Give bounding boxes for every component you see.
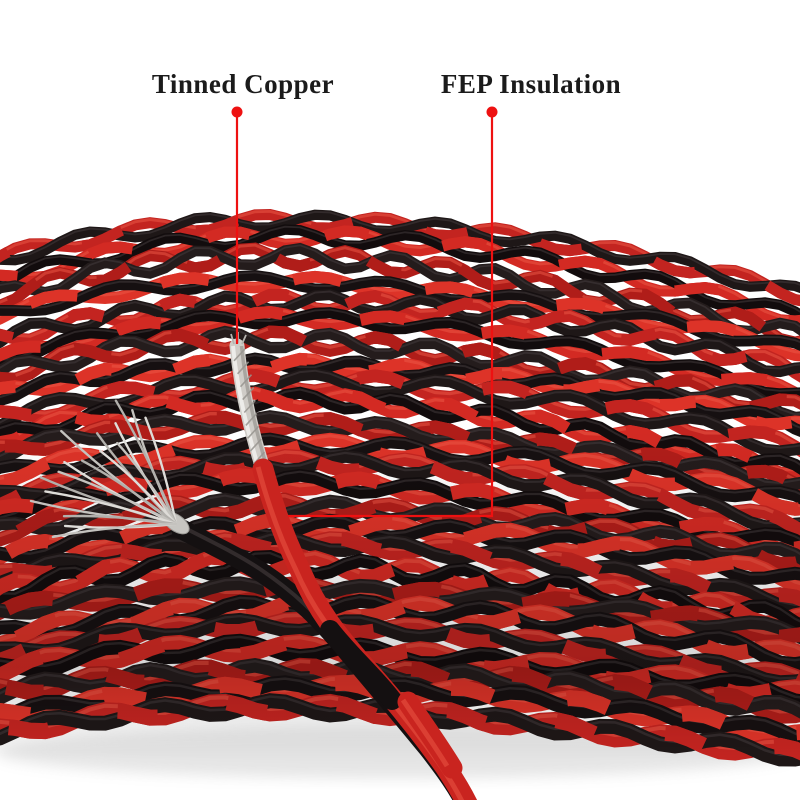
red-wire-over-segment bbox=[397, 691, 463, 779]
copper-strand bbox=[144, 416, 178, 526]
wire-pair-row bbox=[0, 269, 800, 362]
black-wire-over-segment bbox=[320, 620, 402, 710]
copper-strand bbox=[116, 441, 178, 526]
wire-pair-row bbox=[0, 305, 800, 403]
copper-strand bbox=[51, 522, 178, 539]
annotation-layer: Tinned Copper FEP Insulation bbox=[152, 69, 621, 518]
red-over-highlight bbox=[400, 698, 450, 768]
tinned-copper-label: Tinned Copper bbox=[152, 69, 334, 99]
copper-strand bbox=[44, 490, 178, 526]
copper-strand bbox=[114, 399, 178, 526]
wire-pair-row bbox=[0, 224, 800, 327]
copper-twist-line bbox=[237, 361, 250, 375]
wire-coil bbox=[0, 208, 800, 767]
stripped-cable-group bbox=[29, 332, 478, 800]
wire-pair-row bbox=[0, 208, 800, 307]
copper-twist-line bbox=[242, 387, 255, 401]
copper-strand bbox=[62, 514, 178, 526]
tinned-copper-leader-dot bbox=[231, 106, 243, 118]
fep-insulation-leader-line bbox=[288, 116, 494, 518]
copper-twist-line bbox=[247, 425, 260, 439]
wire-pair-row bbox=[0, 242, 800, 349]
wire-pair-row bbox=[0, 352, 800, 437]
copper-twist-line bbox=[239, 374, 253, 388]
copper-twist-line bbox=[243, 399, 256, 414]
copper-twist-line bbox=[249, 438, 262, 452]
copper-strand bbox=[57, 470, 178, 526]
copper-strand bbox=[99, 449, 178, 526]
fep-insulation-label: FEP Insulation bbox=[441, 69, 621, 99]
tinned-copper-twisted-strand bbox=[229, 332, 271, 477]
wire-pair-row bbox=[0, 325, 800, 424]
copper-twist-line bbox=[245, 412, 258, 426]
copper-twist-line bbox=[233, 348, 246, 362]
tinned-copper-strand-fan bbox=[29, 399, 178, 539]
wire-pair-row bbox=[0, 288, 800, 383]
fep-insulation-leader-dot bbox=[486, 106, 498, 118]
copper-strand bbox=[80, 459, 178, 526]
